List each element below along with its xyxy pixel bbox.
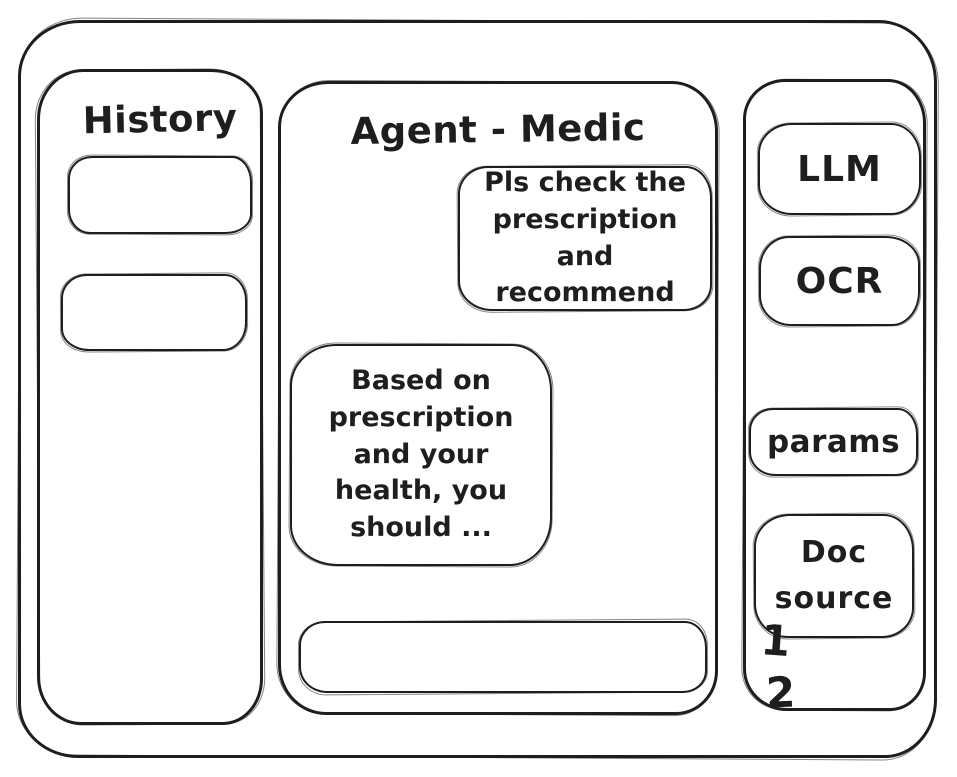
history-title: History — [82, 96, 238, 143]
message-input[interactable] — [301, 623, 705, 691]
tool-params-button[interactable]: params — [749, 408, 918, 476]
agent-message-bubble: Based on prescription and your health, y… — [290, 344, 552, 566]
tool-ocr-button[interactable]: OCR — [759, 236, 920, 326]
history-sidebar: History — [37, 69, 263, 725]
annotation-1: 1 — [759, 615, 792, 666]
tools-sidebar: LLM OCR params Doc source 1 2 — [743, 79, 926, 717]
chat-title: Agent - Medic — [350, 105, 646, 154]
tool-doc-source-button[interactable]: Doc source — [754, 514, 914, 638]
annotation-2: 2 — [765, 667, 797, 718]
history-item[interactable] — [68, 156, 252, 234]
message-input-box — [299, 621, 707, 693]
tool-llm-button[interactable]: LLM — [758, 123, 921, 215]
app-window: History Agent - Medic Pls check the pres… — [18, 20, 937, 758]
user-message-bubble: Pls check the prescription and recommend — [458, 166, 712, 311]
chat-panel: Agent - Medic Pls check the prescription… — [278, 81, 718, 715]
history-item[interactable] — [61, 274, 247, 351]
